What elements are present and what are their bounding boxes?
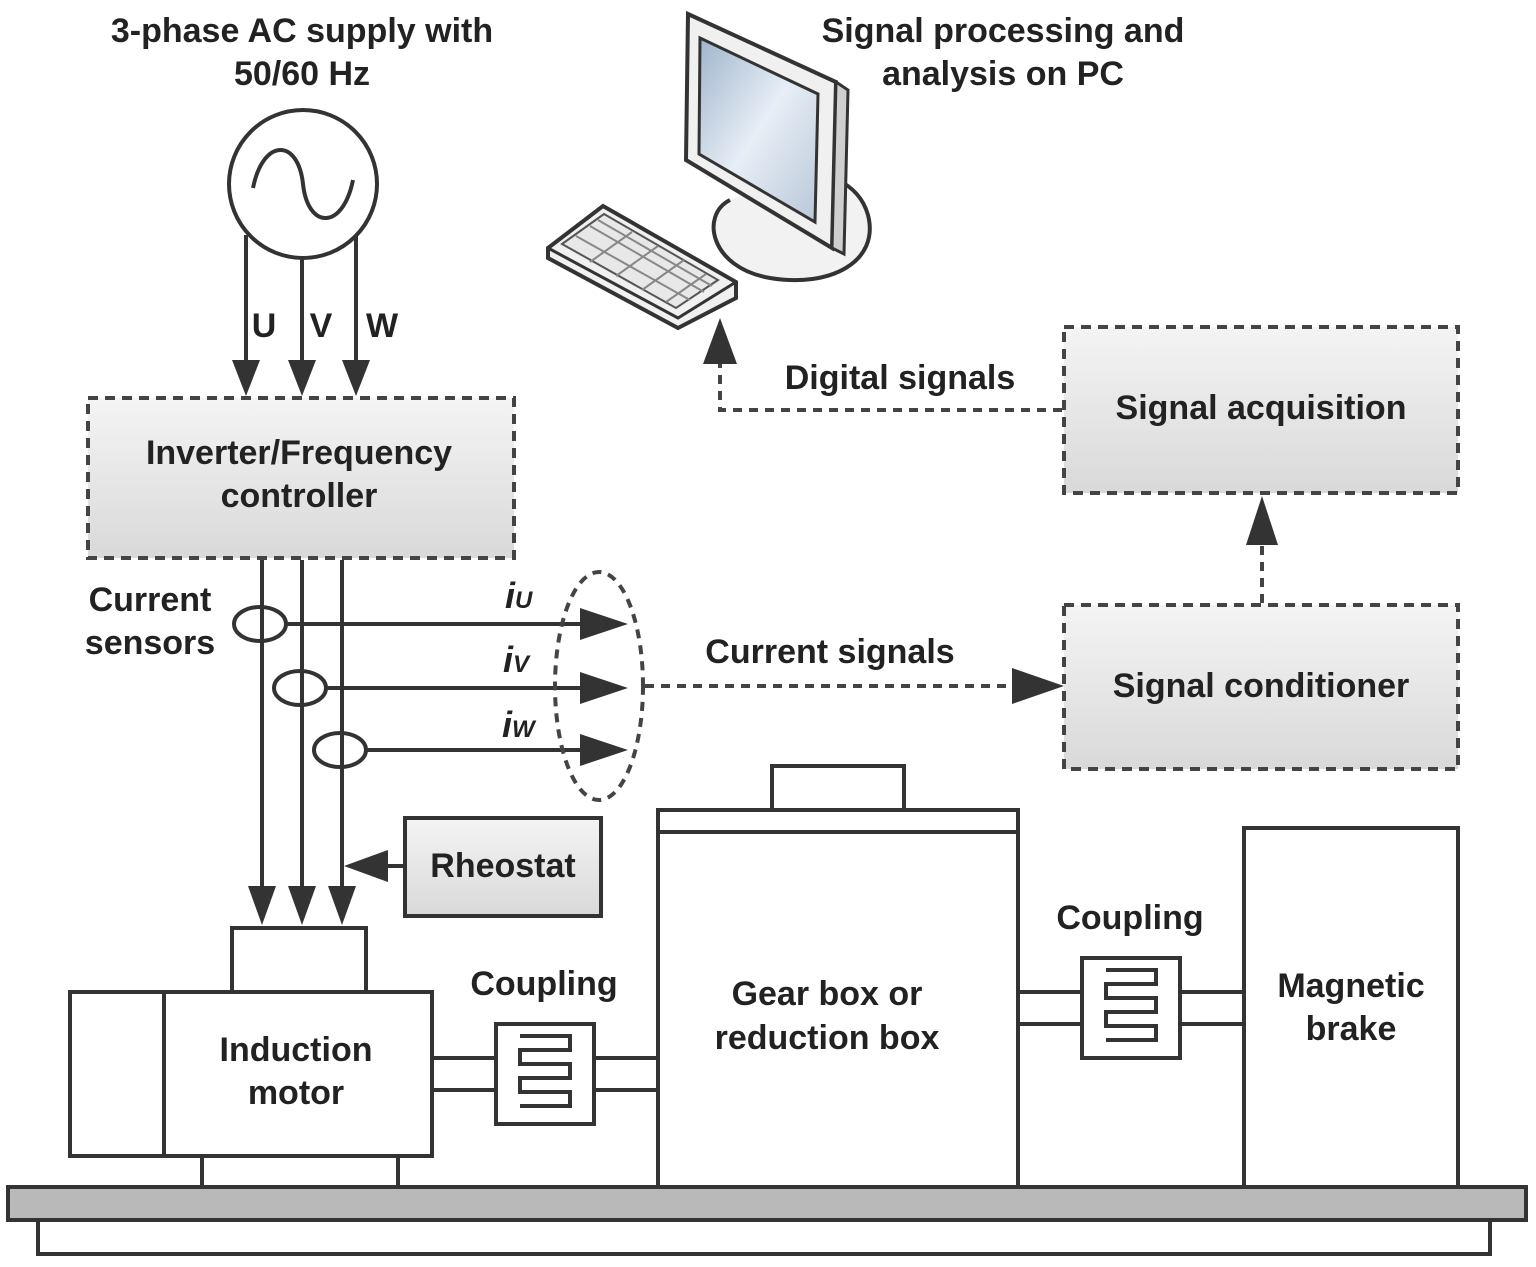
signal-conditioner-label: Signal conditioner [1113, 667, 1410, 705]
brake-label-line1: Magnetic [1277, 967, 1424, 1005]
phase-label-w: W [366, 307, 399, 345]
phase-label-v: V [310, 307, 333, 345]
base-upper [6, 1185, 1528, 1222]
digital-signals-link: Digital signals [703, 318, 1062, 412]
feed-arrowhead-u [248, 886, 276, 925]
ac-supply: 3-phase AC supply with 50/60 Hz U V W [111, 12, 493, 396]
arrowhead-w [342, 360, 370, 396]
left-coupling-body [494, 1022, 596, 1126]
current-sensors: Current sensors iU iV iW [85, 570, 645, 802]
motor-label-line2: motor [248, 1074, 344, 1112]
right-coupling-spring-icon [1104, 968, 1158, 1042]
signal-arrowhead-u [580, 608, 628, 640]
rheostat-arrowhead [344, 850, 388, 882]
current-label-v: iV [503, 639, 531, 680]
sine-wave-icon [251, 148, 355, 220]
signal-acquisition-label: Signal acquisition [1116, 389, 1407, 427]
gearbox-label-line1: Gear box or [732, 975, 923, 1013]
current-label-u: iU [505, 575, 533, 616]
motor-foot [200, 1154, 400, 1189]
pc-workstation: Signal processing and analysis on PC [546, 10, 1185, 331]
signal-arrowhead-v [580, 672, 628, 704]
supply-title-line2: 50/60 Hz [234, 55, 370, 93]
keyboard-icon [546, 203, 738, 331]
rheostat-label: Rheostat [430, 847, 575, 885]
arrowhead-u [232, 360, 260, 396]
gear-box: Gear box or reduction box [656, 764, 1020, 1189]
signal-acquisition-box [1062, 325, 1460, 495]
inverter-box [86, 396, 516, 560]
pc-title-line2: analysis on PC [882, 55, 1124, 93]
motor-end-cap [68, 990, 168, 1158]
current-signals-link: Current signals [645, 633, 1064, 704]
right-shaft-and-coupling: Coupling [1016, 899, 1248, 1060]
signal-arrowhead-w [580, 734, 628, 766]
signal-conditioner-block: Signal conditioner [1062, 603, 1460, 771]
rheostat-block: Rheostat [344, 816, 603, 918]
inverter-label-line2: controller [221, 477, 378, 515]
inverter-label-line1: Inverter/Frequency [146, 434, 452, 472]
motor-feed-lines [248, 560, 356, 925]
signal-conditioner-box [1062, 603, 1460, 771]
phase-label-u: U [252, 307, 277, 345]
monitor-icon [683, 10, 872, 283]
magnetic-brake: Magnetic brake [1242, 826, 1460, 1189]
arrowhead-v [288, 360, 316, 396]
sensors-label-line1: Current [89, 581, 212, 619]
supply-title-line1: 3-phase AC supply with [111, 12, 493, 50]
motor-terminal-box [230, 926, 368, 996]
base-lower [36, 1216, 1492, 1256]
brake-label-line2: brake [1306, 1010, 1397, 1048]
induction-motor: Induction motor [68, 926, 434, 1189]
gearbox-top-cap [770, 764, 906, 812]
current-label-w: iW [502, 704, 537, 745]
digital-signals-arrowhead [703, 318, 737, 364]
conditioner-to-acquisition-link [1246, 496, 1278, 603]
sensors-label-line2: sensors [85, 624, 215, 662]
signal-acquisition-block: Signal acquisition [1062, 325, 1460, 495]
left-coupling-spring-icon [518, 1034, 572, 1108]
right-coupling-label: Coupling [1056, 899, 1203, 937]
gearbox-lid [656, 808, 1020, 834]
current-signals-label: Current signals [705, 633, 954, 671]
conditioner-up-arrowhead [1246, 496, 1278, 545]
left-shaft-and-coupling: Coupling [430, 965, 660, 1126]
digital-signals-line [718, 362, 1062, 412]
digital-signals-label: Digital signals [785, 359, 1016, 397]
brake-body [1242, 826, 1460, 1189]
pc-title-line1: Signal processing and [822, 12, 1185, 50]
base-plate [6, 1185, 1528, 1256]
right-coupling-body [1080, 956, 1182, 1060]
rheostat-box [403, 816, 603, 918]
inverter-block: Inverter/Frequency controller [86, 396, 516, 560]
motor-body [162, 990, 434, 1158]
left-coupling-label: Coupling [470, 965, 617, 1003]
gearbox-label-line2: reduction box [715, 1019, 940, 1057]
motor-label-line1: Induction [220, 1031, 373, 1069]
signal-group-ellipse [553, 570, 645, 802]
gearbox-body [656, 830, 1020, 1189]
current-signals-arrowhead [1012, 668, 1064, 704]
feed-arrowhead-w [328, 886, 356, 925]
feed-arrowhead-v [288, 886, 316, 925]
